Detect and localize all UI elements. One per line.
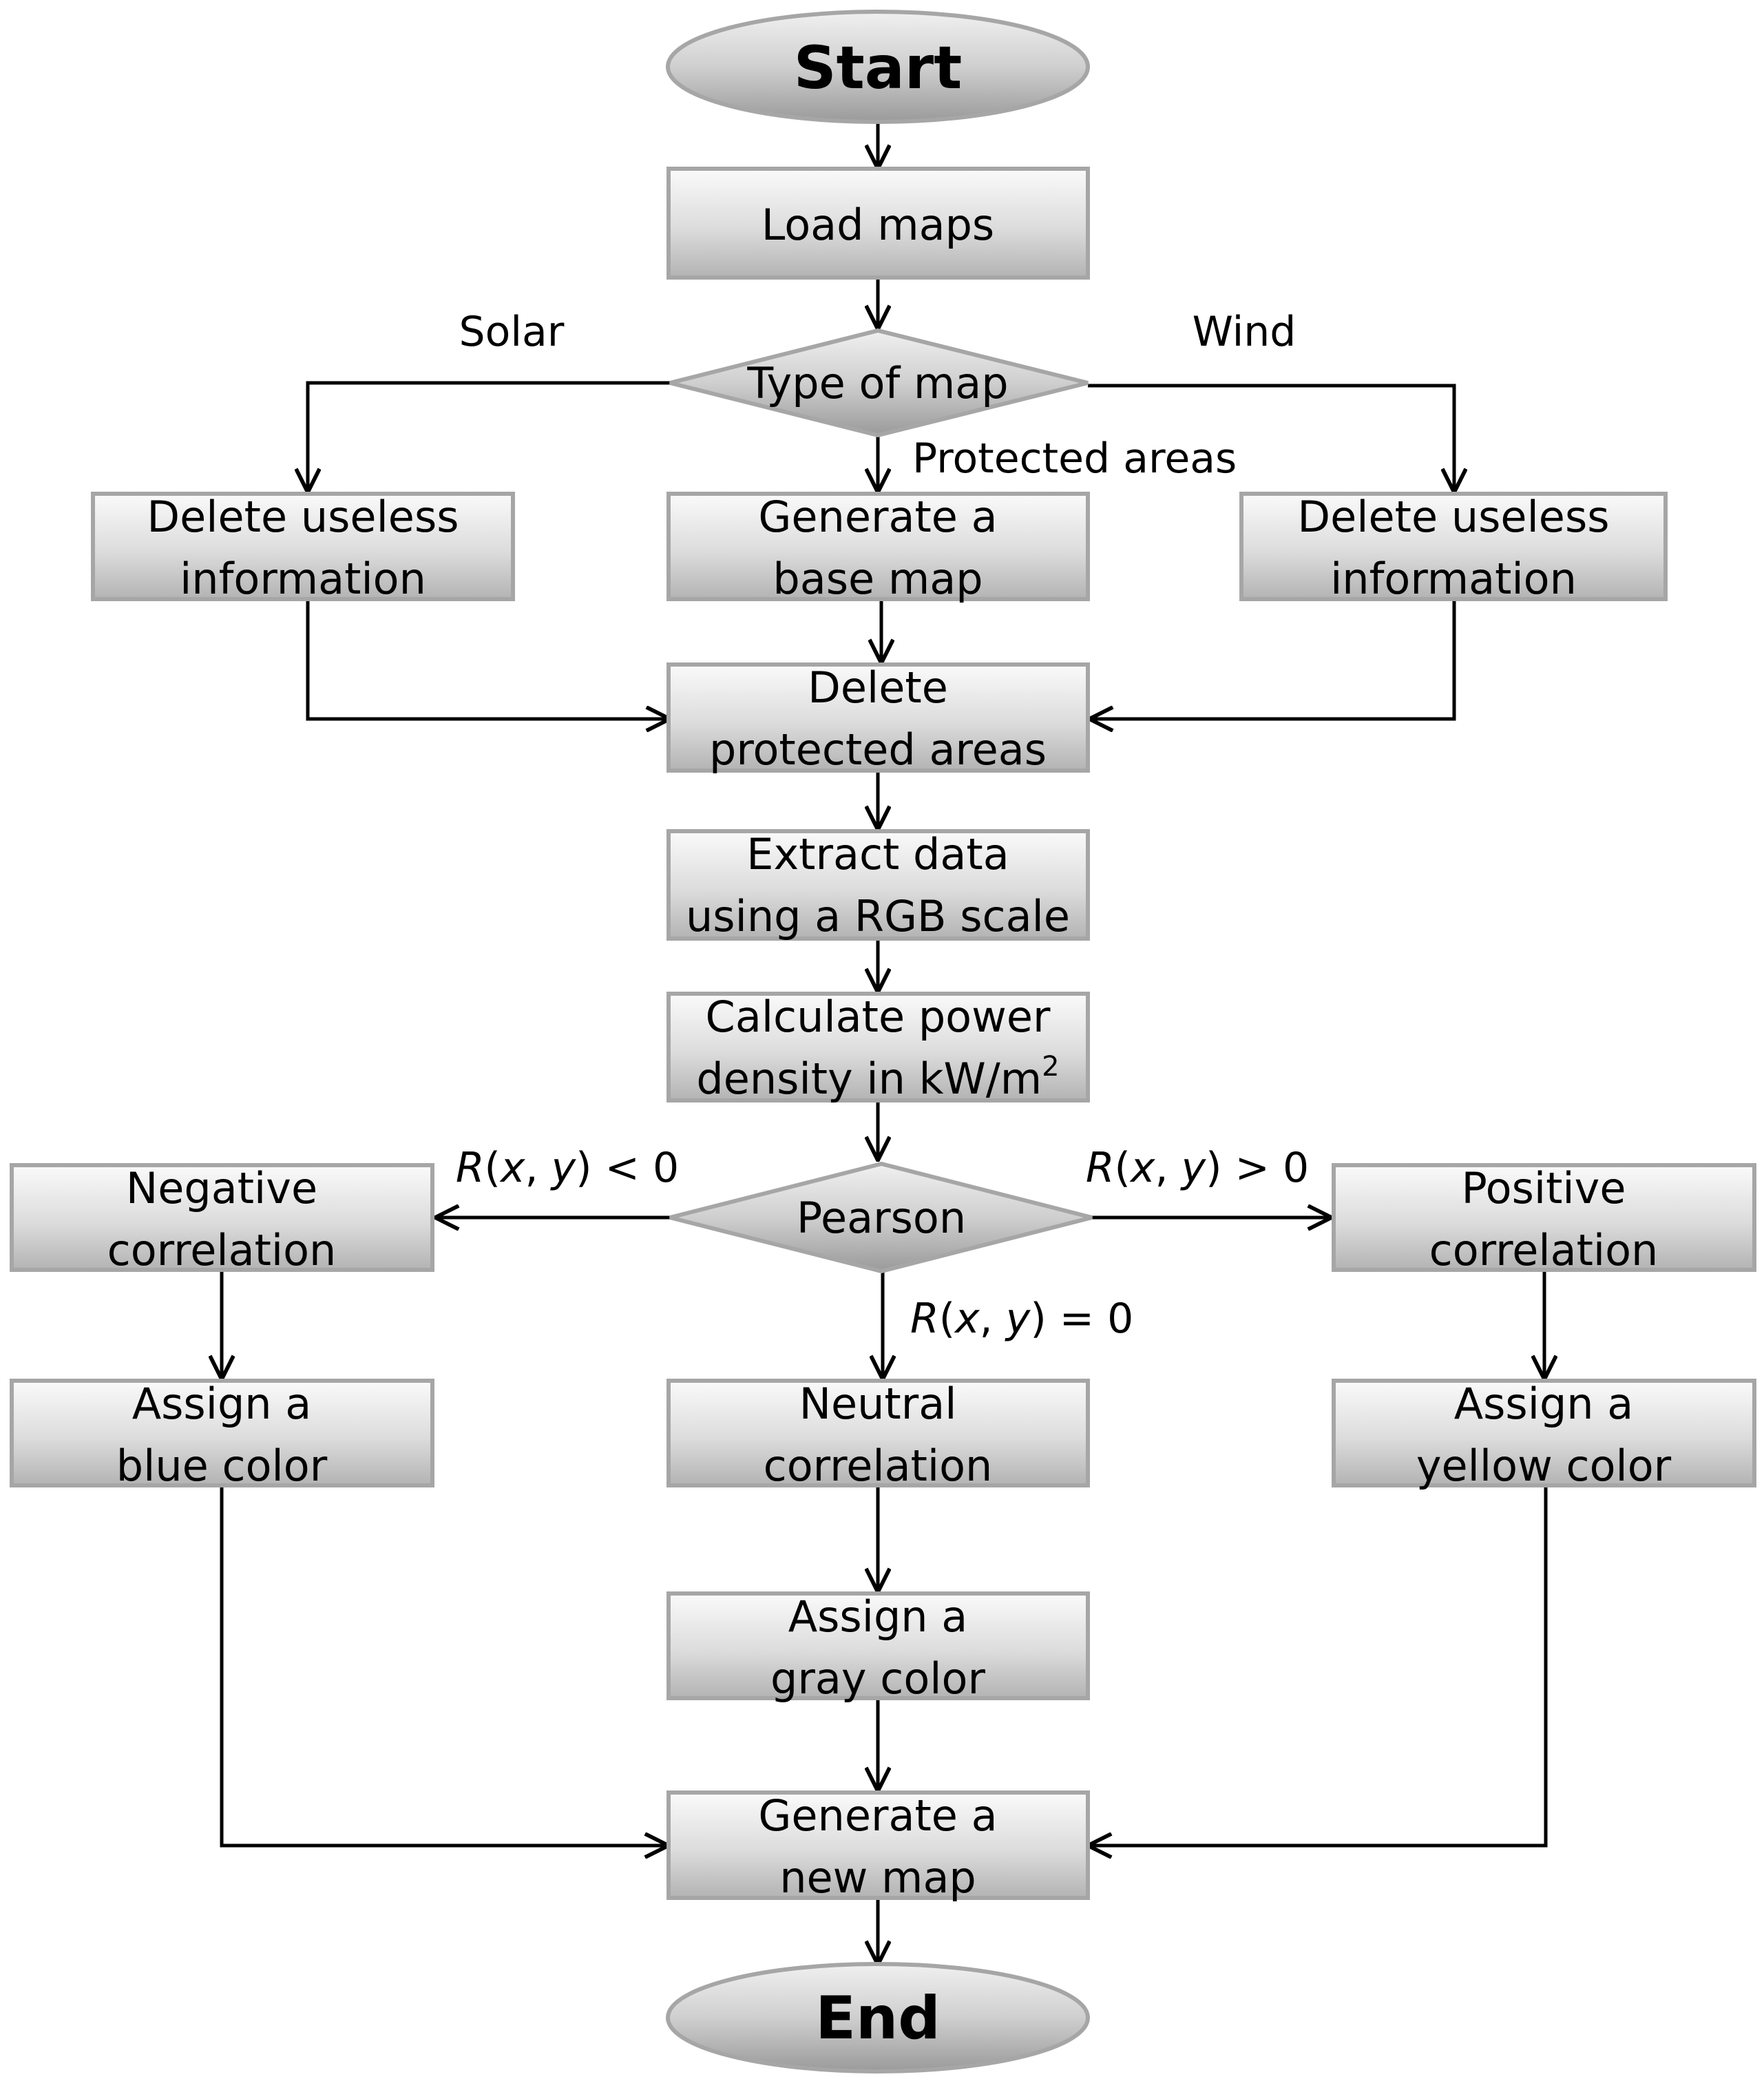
edge-blue-newmap (220, 1487, 669, 1846)
assign-gray-line1: Assign a (788, 1591, 968, 1642)
positive-correlation-node: Positive correlation (1332, 1163, 1756, 1275)
edge-type-solar (308, 381, 670, 492)
neutral-correlation-line2: correlation (764, 1441, 993, 1491)
calculate-power-line1: Calculate power (706, 992, 1051, 1042)
load-maps-label: Load maps (762, 200, 995, 250)
delete-protected-line1: Delete (808, 662, 948, 713)
delete-useless-wind-line1: Delete useless (1297, 492, 1609, 542)
label-solar: Solar (459, 308, 565, 356)
label-protected-areas: Protected areas (912, 435, 1237, 483)
end-label: End (815, 1984, 941, 2053)
positive-correlation-line1: Positive (1461, 1163, 1626, 1213)
label-r-negative: R(x, y) < 0 (456, 1144, 679, 1192)
negative-correlation-line1: Negative (126, 1163, 317, 1213)
extract-data-line1: Extract data (746, 829, 1009, 879)
generate-base-map-line2: base map (773, 554, 983, 604)
extract-data-line2: using a RGB scale (686, 891, 1070, 941)
delete-useless-wind-node: Delete useless information (1239, 492, 1668, 604)
assign-yellow-node: Assign a yellow color (1332, 1379, 1756, 1491)
generate-base-map-line1: Generate a (758, 492, 997, 542)
delete-useless-wind-line2: information (1330, 554, 1577, 604)
assign-gray-line2: gray color (770, 1653, 985, 1704)
edge-labels: Solar Wind Protected areas R(x, y) < 0 R… (456, 308, 1309, 1343)
negative-correlation-line2: correlation (107, 1225, 337, 1275)
load-maps-node: Load maps (666, 167, 1090, 280)
delete-protected-areas-node: Delete protected areas (666, 662, 1090, 775)
negative-correlation-node: Negative correlation (10, 1163, 434, 1275)
type-of-map-decision: Type of map (669, 328, 1089, 438)
edges (222, 124, 1546, 1965)
assign-yellow-line1: Assign a (1454, 1379, 1634, 1429)
label-wind: Wind (1193, 308, 1296, 356)
calculate-power-line2-main: density in kW/m (696, 1054, 1042, 1104)
generate-new-map-line2: new map (779, 1852, 976, 1903)
delete-protected-line2: protected areas (709, 724, 1047, 775)
edge-type-wind (1088, 384, 1454, 492)
assign-blue-line1: Assign a (132, 1379, 312, 1429)
delete-useless-solar-line2: information (180, 554, 426, 604)
nodes: Start Load maps Type of map Delete usele… (10, 10, 1756, 2073)
neutral-correlation-line1: Neutral (799, 1379, 957, 1429)
delete-useless-solar-node: Delete useless information (91, 492, 515, 604)
positive-correlation-line2: correlation (1429, 1225, 1659, 1275)
label-r-positive: R(x, y) > 0 (1086, 1144, 1309, 1192)
assign-blue-line2: blue color (116, 1441, 328, 1491)
pearson-decision: Pearson (669, 1161, 1093, 1274)
start-label: Start (794, 34, 963, 103)
generate-base-map-node: Generate a base map (666, 492, 1090, 604)
generate-new-map-line1: Generate a (758, 1790, 997, 1841)
calculate-power-superscript: 2 (1042, 1051, 1059, 1083)
edge-yellow-newmap (1088, 1487, 1548, 1846)
calculate-power-line2: density in kW/m2 (696, 1051, 1059, 1104)
type-of-map-label: Type of map (746, 358, 1008, 408)
extract-data-node: Extract data using a RGB scale (666, 829, 1090, 941)
assign-gray-node: Assign a gray color (666, 1591, 1090, 1704)
delete-useless-solar-line1: Delete useless (147, 492, 459, 542)
assign-yellow-line2: yellow color (1416, 1441, 1672, 1491)
neutral-correlation-node: Neutral correlation (666, 1379, 1090, 1491)
edge-solar-protected (306, 600, 670, 719)
pearson-label: Pearson (797, 1193, 966, 1243)
label-r-zero: R(x, y) = 0 (910, 1295, 1133, 1343)
calculate-power-node: Calculate power density in kW/m2 (666, 992, 1090, 1104)
assign-blue-node: Assign a blue color (10, 1379, 434, 1491)
start-node: Start (666, 10, 1090, 124)
end-node: End (666, 1962, 1090, 2073)
edge-wind-protected (1089, 600, 1456, 719)
generate-new-map-node: Generate a new map (666, 1790, 1090, 1903)
